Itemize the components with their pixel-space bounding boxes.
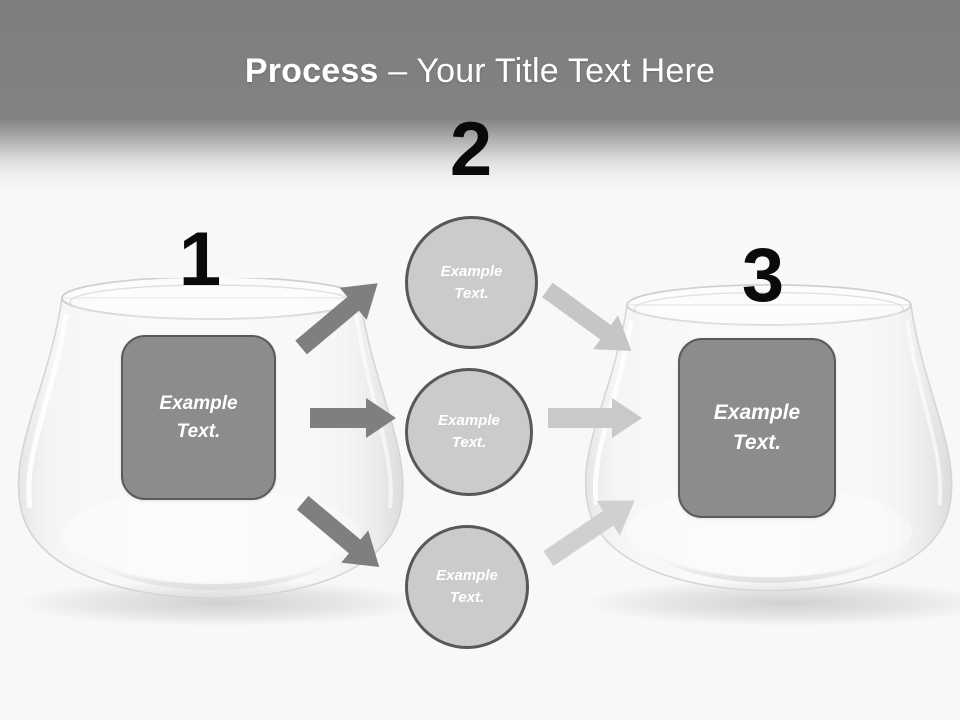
left-process-box[interactable]: Example Text.	[121, 335, 276, 500]
header-band	[0, 0, 960, 190]
right-process-box-line1: Example	[713, 400, 801, 424]
step-number-2: 2	[449, 107, 493, 192]
process-circle-bottom-line1: Example	[436, 567, 498, 585]
arrow-down-right-right-group	[542, 282, 663, 357]
process-circle-middle-line1: Example	[438, 412, 500, 430]
process-circle-middle-line2: Text.	[451, 434, 487, 451]
page-title-strong: Process	[244, 52, 379, 90]
process-circle-bottom-line2: Text.	[449, 589, 485, 606]
arrow-up-right-right-group	[543, 500, 663, 572]
step-number-1: 1	[178, 217, 222, 302]
arrow-up-right-left-group	[295, 280, 408, 355]
left-process-box-line2: Text.	[176, 420, 221, 442]
right-process-box-line2: Text.	[732, 431, 782, 454]
process-circle-top-line1: Example	[440, 262, 503, 280]
right-process-box[interactable]: Example Text.	[678, 338, 836, 518]
arrow-right-right-group	[548, 398, 648, 438]
process-circle-bottom[interactable]: Example Text.	[405, 525, 529, 649]
arrow-down-right-left-group	[296, 495, 410, 575]
process-circle-top-line2: Text.	[454, 284, 489, 302]
page-title: Process – Your Title Text Here	[0, 52, 960, 91]
page-title-rest: – Your Title Text Here	[378, 52, 716, 90]
step-number-3: 3	[741, 233, 785, 318]
process-circle-top[interactable]: Example Text.	[405, 216, 538, 349]
left-process-box-line1: Example	[159, 392, 238, 414]
process-circle-middle[interactable]: Example Text.	[405, 368, 533, 496]
arrow-right-left-group	[310, 398, 400, 438]
